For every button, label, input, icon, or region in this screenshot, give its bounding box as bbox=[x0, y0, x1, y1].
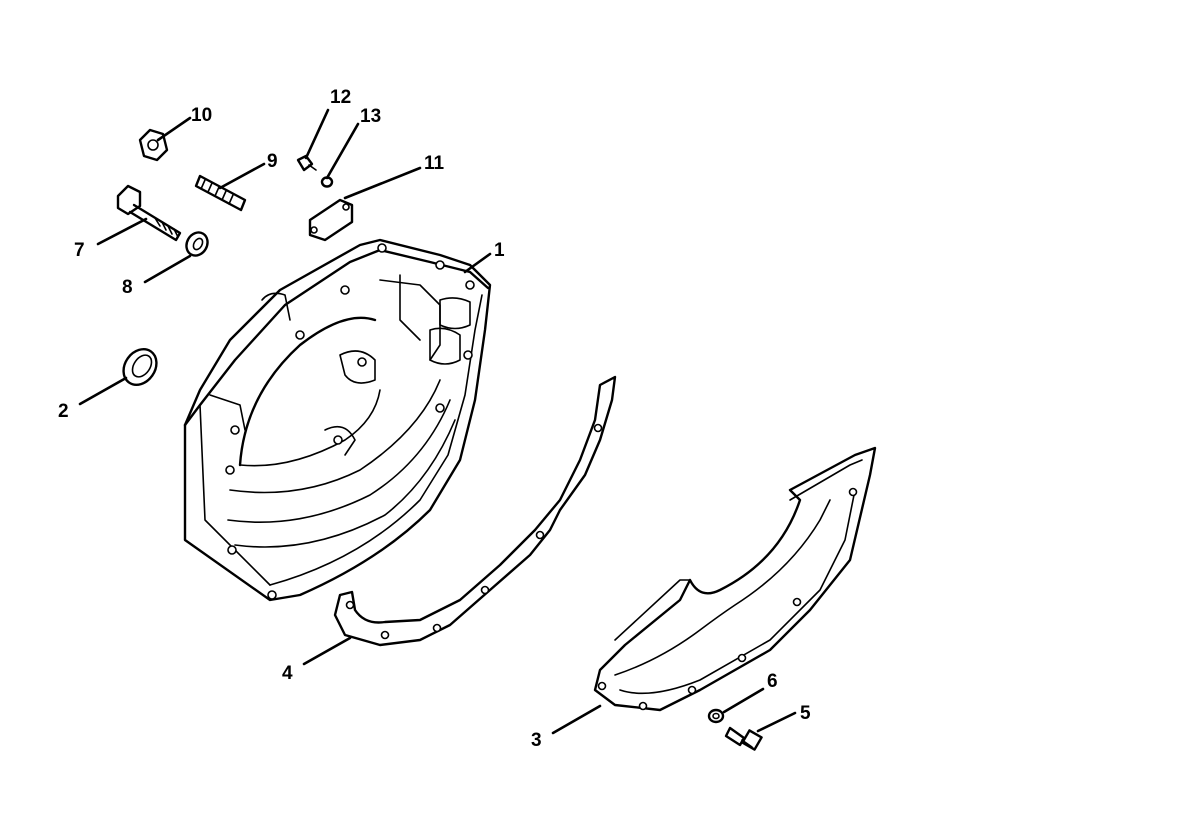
leader-2 bbox=[78, 376, 128, 406]
callout-labels: 1 2 3 4 5 6 7 8 9 10 11 12 13 bbox=[58, 87, 811, 751]
callout-4: 4 bbox=[282, 663, 293, 684]
screw bbox=[296, 154, 317, 172]
stud bbox=[194, 174, 247, 212]
oil-seal bbox=[122, 348, 158, 386]
callout-2: 2 bbox=[58, 401, 69, 422]
leader-12 bbox=[304, 108, 330, 160]
callout-8: 8 bbox=[122, 277, 133, 298]
hex-bolt-long bbox=[116, 184, 182, 242]
callout-7: 7 bbox=[74, 240, 85, 261]
leader-1 bbox=[463, 252, 492, 274]
leader-9 bbox=[218, 162, 266, 190]
leader-4 bbox=[302, 636, 352, 666]
flat-washer bbox=[185, 231, 209, 257]
leader-10 bbox=[156, 116, 192, 142]
hex-nut bbox=[138, 128, 169, 162]
access-cover bbox=[308, 198, 354, 242]
lock-washer bbox=[707, 708, 725, 724]
callout-6: 6 bbox=[767, 671, 778, 692]
leader-3 bbox=[551, 704, 602, 735]
leader-13 bbox=[325, 122, 360, 180]
callout-13: 13 bbox=[360, 106, 381, 127]
leader-8 bbox=[143, 254, 192, 284]
leader-5 bbox=[756, 711, 797, 733]
leader-11 bbox=[343, 166, 422, 200]
callout-9: 9 bbox=[267, 151, 278, 172]
hex-bolt-small bbox=[724, 726, 763, 751]
leader-lines bbox=[78, 108, 797, 735]
callout-12: 12 bbox=[330, 87, 351, 108]
leader-6 bbox=[722, 687, 765, 714]
cover-plate bbox=[593, 446, 877, 712]
callout-1: 1 bbox=[494, 240, 505, 261]
leader-7 bbox=[96, 217, 148, 246]
callout-11: 11 bbox=[424, 153, 445, 174]
callout-5: 5 bbox=[800, 703, 811, 724]
callout-3: 3 bbox=[531, 730, 542, 751]
gasket bbox=[333, 375, 617, 647]
flywheel-housing bbox=[183, 238, 492, 602]
callout-10: 10 bbox=[191, 105, 212, 126]
